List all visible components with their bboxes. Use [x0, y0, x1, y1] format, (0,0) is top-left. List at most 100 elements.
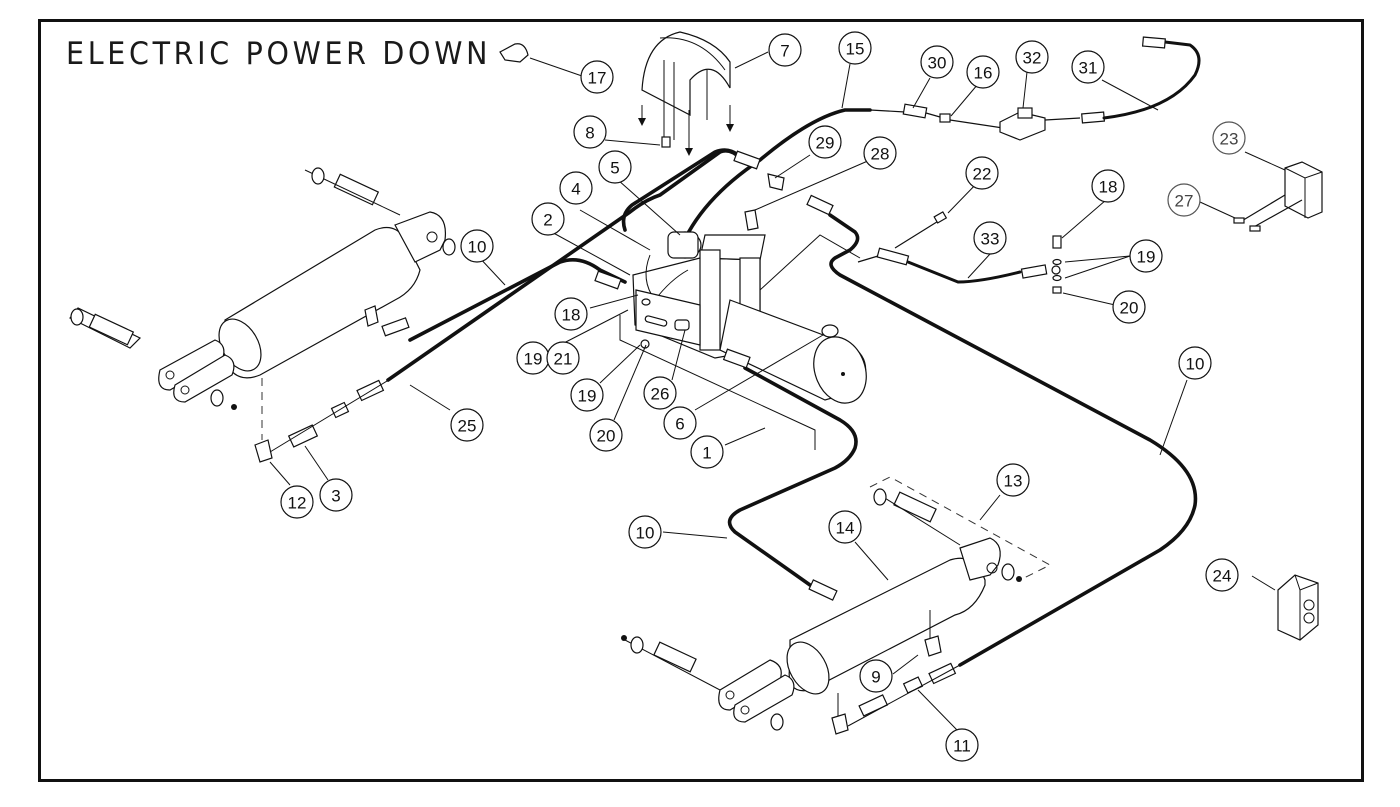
callout-number: 19	[524, 350, 543, 369]
callout-19: 19	[1129, 239, 1163, 273]
callout-circle	[589, 418, 623, 452]
callout-1: 1	[690, 435, 724, 469]
callout-number: 18	[1099, 178, 1118, 197]
callout-30: 30	[920, 45, 954, 79]
motor-cover	[638, 31, 734, 156]
callout-number: 8	[585, 124, 594, 143]
callout-circle	[319, 478, 353, 512]
callout-10: 10	[628, 515, 662, 549]
callout-23: 23	[1212, 121, 1246, 155]
callout-circle	[973, 221, 1007, 255]
callout-circle	[996, 463, 1030, 497]
callout-circle	[1015, 40, 1049, 74]
callout-31: 31	[1071, 50, 1105, 84]
callout-number: 3	[331, 487, 340, 506]
callout-13: 13	[996, 463, 1030, 497]
callout-circle	[663, 406, 697, 440]
callout-28: 28	[863, 136, 897, 170]
callout-number: 2	[543, 211, 552, 230]
hose-10-lower	[727, 366, 858, 587]
callout-circle	[570, 378, 604, 412]
callout-circle	[920, 45, 954, 79]
callout-27: 27	[1167, 183, 1201, 217]
callout-circle	[838, 31, 872, 65]
callout-number: 19	[578, 387, 597, 406]
hydraulic-hoses	[386, 108, 1198, 667]
callout-circle	[945, 728, 979, 762]
callout-10: 10	[460, 229, 494, 263]
callout-12: 12	[280, 485, 314, 519]
wire-15-tail	[869, 109, 906, 113]
callout-number: 28	[871, 145, 890, 164]
callout-circle	[690, 435, 724, 469]
callout-22: 22	[965, 156, 999, 190]
callout-circle	[573, 115, 607, 149]
callout-circle	[598, 150, 632, 184]
callout-number: 5	[610, 159, 619, 178]
callout-number: 29	[816, 134, 835, 153]
callout-25: 25	[450, 408, 484, 442]
callout-7: 7	[768, 33, 802, 67]
callout-16: 16	[966, 55, 1000, 89]
callout-number: 21	[554, 350, 573, 369]
callout-18: 18	[1091, 169, 1125, 203]
callout-number: 27	[1175, 192, 1194, 211]
callout-circle	[1205, 558, 1239, 592]
callout-circle	[768, 33, 802, 67]
callout-number: 31	[1079, 59, 1098, 78]
callout-33: 33	[973, 221, 1007, 255]
callout-circle	[863, 136, 897, 170]
callout-circle	[546, 341, 580, 375]
callout-20: 20	[589, 418, 623, 452]
callout-14: 14	[828, 510, 862, 544]
callout-26: 26	[643, 376, 677, 410]
hose-10-right	[828, 213, 1198, 667]
callout-circle	[643, 376, 677, 410]
electrical-cables	[857, 36, 1323, 641]
callout-circle	[828, 510, 862, 544]
callout-number: 33	[981, 230, 1000, 249]
callout-number: 22	[973, 165, 992, 184]
callout-circle	[1178, 346, 1212, 380]
callout-10: 10	[1178, 346, 1212, 380]
callout-circle	[808, 125, 842, 159]
callout-circle	[280, 485, 314, 519]
callout-24: 24	[1205, 558, 1239, 592]
left-cylinder	[69, 167, 456, 463]
callout-circle	[1212, 121, 1246, 155]
callout-8: 8	[573, 115, 607, 149]
callout-17: 17	[580, 60, 614, 94]
callout-number: 20	[597, 427, 616, 446]
leader-lines	[269, 51, 1286, 731]
callout-number: 30	[928, 54, 947, 73]
lower-cylinder	[621, 476, 1052, 735]
callout-15: 15	[838, 31, 872, 65]
callout-circle	[554, 297, 588, 331]
clip-part-17	[499, 43, 529, 63]
callout-number: 12	[288, 494, 307, 513]
callout-20: 20	[1112, 290, 1146, 324]
drawing-border	[38, 19, 1364, 782]
callout-number: 10	[636, 524, 655, 543]
callout-21: 21	[546, 341, 580, 375]
callout-circle	[628, 515, 662, 549]
callout-number: 18	[562, 306, 581, 325]
callout-number: 32	[1023, 49, 1042, 68]
callout-circle	[1091, 169, 1125, 203]
callout-circle	[559, 171, 593, 205]
callout-29: 29	[808, 125, 842, 159]
drawing-title: ELECTRIC POWER DOWN	[66, 36, 492, 72]
callout-19: 19	[570, 378, 604, 412]
callout-number: 20	[1120, 299, 1139, 318]
callout-number: 19	[1137, 248, 1156, 267]
callout-circle	[1071, 50, 1105, 84]
callout-number: 16	[974, 64, 993, 83]
callout-circle	[965, 156, 999, 190]
callout-circle	[531, 202, 565, 236]
callout-number: 13	[1004, 472, 1023, 491]
callout-number: 9	[871, 668, 880, 687]
callout-number: 15	[846, 40, 865, 59]
callout-9: 9	[859, 659, 893, 693]
